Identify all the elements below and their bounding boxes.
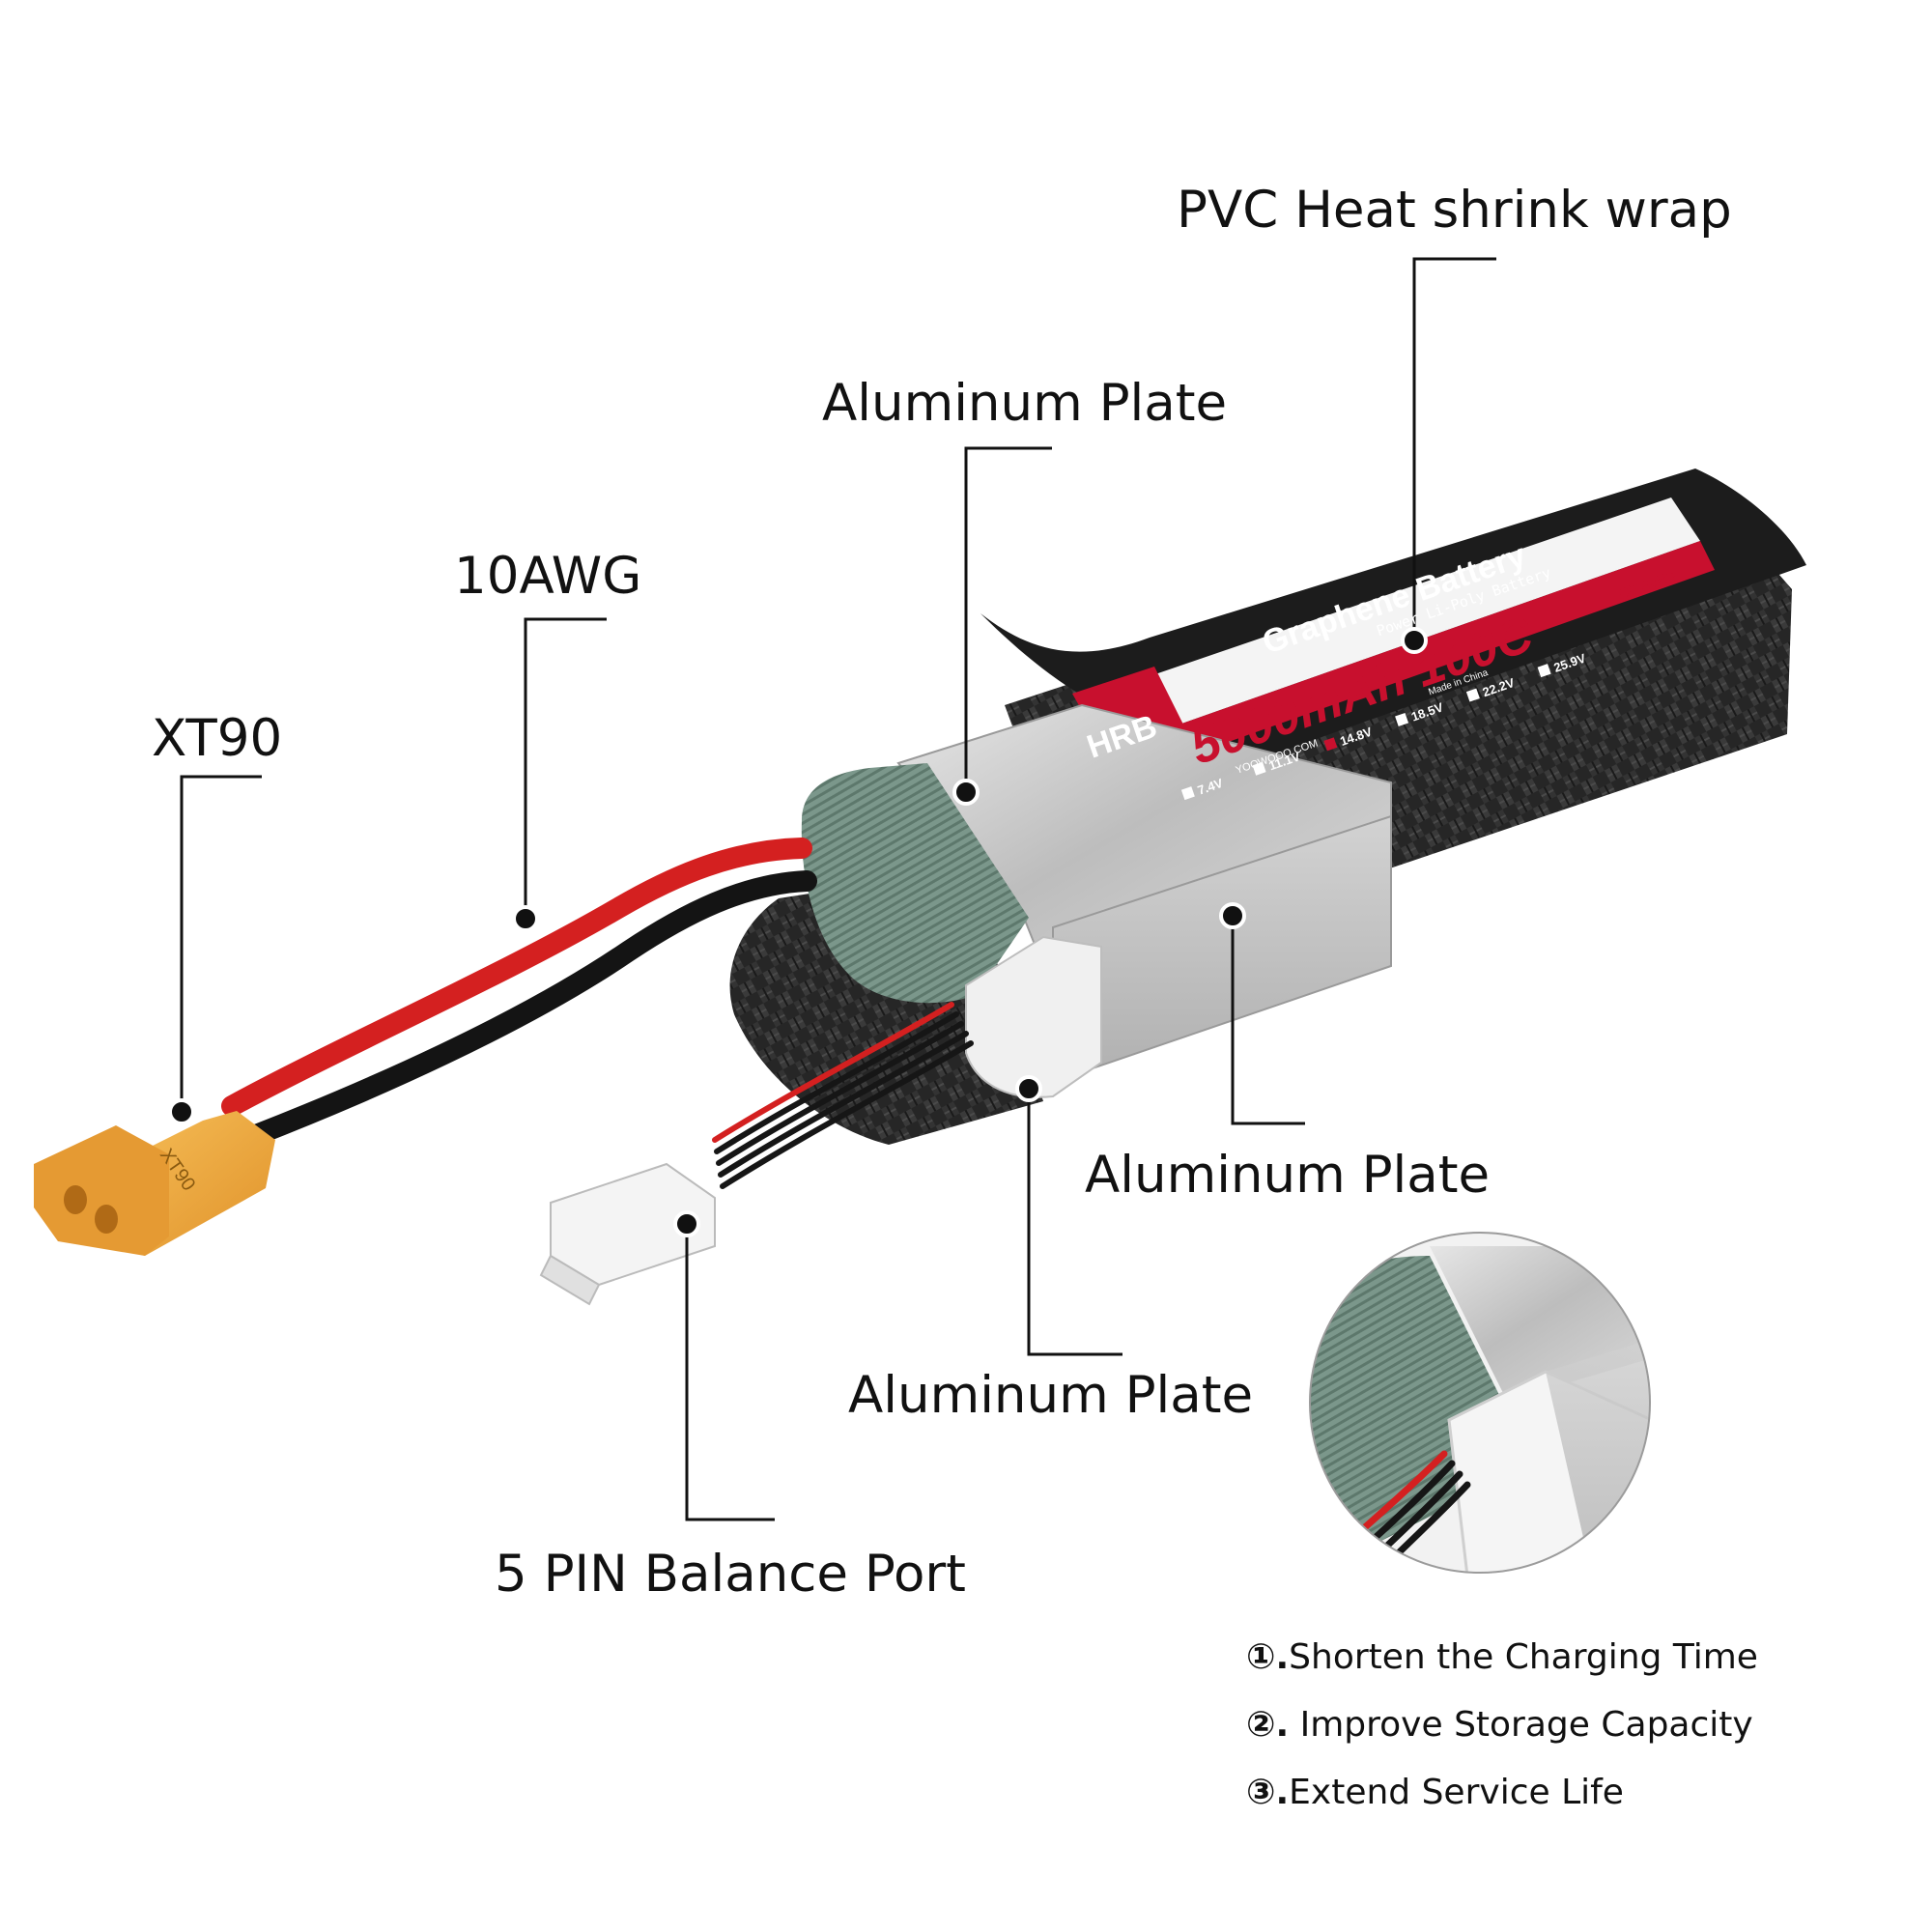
leader-dots	[168, 627, 1428, 1237]
voltage-checkbox	[1180, 786, 1195, 801]
voltage-checkbox	[1395, 712, 1409, 726]
leader-aluminum-top	[964, 446, 1052, 792]
feature-item: ③.Extend Service Life	[1246, 1776, 1624, 1810]
balance-connector-5pin	[539, 1162, 716, 1306]
callout-xt90: XT90	[152, 709, 283, 768]
dot-xt90	[168, 1098, 195, 1125]
voltage-checkbox	[1252, 761, 1266, 776]
callout-aluminum-plate-bottom: Aluminum Plate	[848, 1366, 1254, 1425]
dot-awg	[512, 905, 539, 932]
dot-aluminum-bottom	[1015, 1075, 1042, 1102]
feature-number: ③.	[1246, 1773, 1290, 1812]
leader-aluminum-bottom	[1027, 1089, 1122, 1356]
callout-10awg: 10AWG	[454, 547, 642, 606]
dot-aluminum-top	[952, 779, 980, 806]
voltage-checkbox	[1465, 688, 1480, 702]
feature-item: ①.Shorten the Charging Time	[1246, 1640, 1758, 1675]
dot-balance	[673, 1210, 700, 1237]
callout-pvc-wrap: PVC Heat shrink wrap	[1177, 181, 1732, 240]
zoom-detail	[1309, 1232, 1651, 1574]
dot-aluminum-right	[1219, 902, 1246, 929]
feature-text: Shorten the Charging Time	[1289, 1637, 1758, 1677]
label-red-band	[1174, 541, 1715, 755]
callout-balance-port: 5 PIN Balance Port	[495, 1545, 966, 1604]
callout-aluminum-plate-top: Aluminum Plate	[822, 374, 1228, 433]
feature-text: Improve Storage Capacity	[1289, 1705, 1753, 1745]
callout-aluminum-plate-right: Aluminum Plate	[1085, 1146, 1491, 1205]
leader-awg	[524, 617, 607, 919]
white-end-cap	[965, 935, 1102, 1098]
main-wire-red	[221, 838, 812, 1117]
feature-number: ②.	[1246, 1705, 1290, 1745]
dot-pvc	[1401, 627, 1428, 654]
cell-end-stripes	[801, 763, 1029, 1004]
leader-balance	[685, 1224, 775, 1521]
leader-lines	[180, 257, 1496, 1521]
balance-lead-wires	[712, 1002, 974, 1189]
feature-item: ②. Improve Storage Capacity	[1246, 1708, 1753, 1743]
main-wire-black	[245, 870, 817, 1146]
voltage-checkbox	[1537, 664, 1551, 678]
leader-aluminum-right	[1231, 916, 1305, 1125]
voltage-checkbox	[1323, 737, 1338, 752]
label-white-band	[1150, 497, 1700, 726]
leader-pvc	[1412, 257, 1496, 640]
feature-number: ①.	[1246, 1637, 1290, 1677]
leader-xt90	[180, 775, 262, 1112]
xt90-connector: XT90	[34, 1111, 275, 1256]
feature-text: Extend Service Life	[1289, 1773, 1624, 1812]
